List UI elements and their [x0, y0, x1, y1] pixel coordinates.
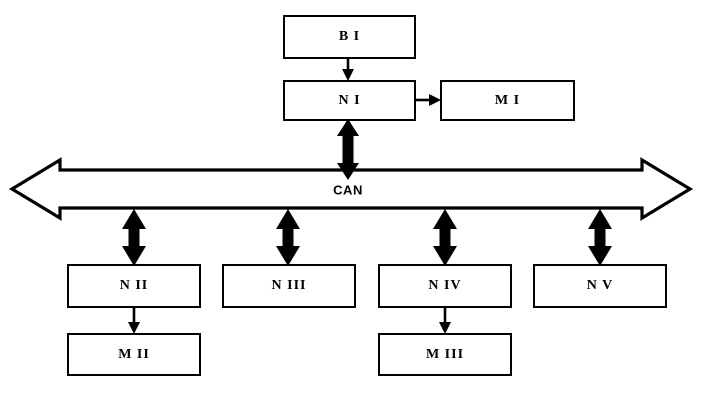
thin-arrow-nii-to-mii	[128, 308, 140, 334]
node-box-niii[interactable]: N III	[222, 264, 356, 308]
node-box-niv[interactable]: N IV	[378, 264, 512, 308]
node-box-niv-label: N IV	[428, 278, 462, 293]
bus-link-niv	[433, 209, 457, 266]
node-box-nv-label: N V	[586, 278, 614, 293]
thin-arrow-niv-to-miii	[439, 308, 451, 334]
can-bus-band	[8, 157, 694, 221]
bus-link-ni	[337, 119, 359, 180]
can-bus-label: CAN	[333, 182, 363, 198]
node-box-mi-label: M I	[494, 92, 521, 108]
node-box-bi[interactable]: B I	[283, 15, 416, 59]
node-box-mii[interactable]: M II	[67, 333, 201, 376]
node-box-ni[interactable]: N I	[283, 80, 416, 121]
bus-link-nv	[588, 209, 612, 266]
thin-arrow-bi-to-ni	[342, 59, 354, 81]
node-box-nv[interactable]: N V	[533, 264, 667, 308]
bus-link-nii	[122, 209, 146, 266]
bus-link-niii	[276, 209, 300, 266]
node-box-mii-label: M II	[118, 346, 150, 362]
node-box-bi-label: B I	[338, 29, 361, 44]
node-box-ni-label: N I	[338, 92, 361, 108]
node-box-nii[interactable]: N II	[67, 264, 201, 308]
node-box-niii-label: N III	[271, 278, 307, 293]
node-box-nii-label: N II	[119, 278, 149, 293]
node-box-miii[interactable]: M III	[378, 333, 512, 376]
thin-arrow-ni-to-mi	[416, 94, 441, 106]
node-box-miii-label: M III	[425, 346, 465, 362]
node-box-mi[interactable]: M I	[440, 80, 575, 121]
